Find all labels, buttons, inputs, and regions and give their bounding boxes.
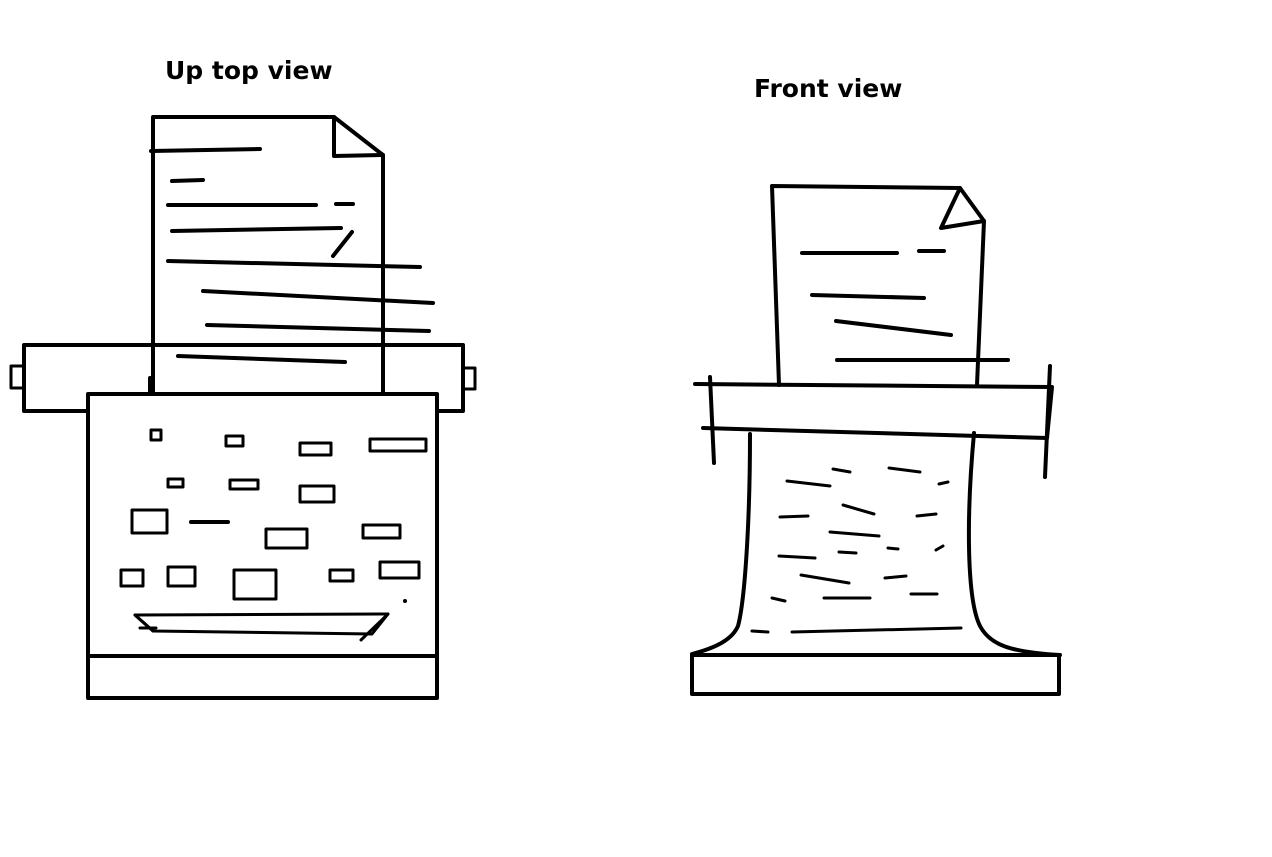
paper-folded-corner-top: [332, 115, 385, 158]
platen-end-left-front: [708, 375, 716, 465]
paper-outline-front: [770, 184, 986, 387]
up-top-view-title: Up top view: [165, 56, 333, 85]
body-left-curve-front: [690, 432, 752, 656]
typewriter-body-top: [86, 376, 439, 700]
platen-end-right-front: [1043, 364, 1052, 479]
platen-knob-right: [461, 366, 477, 391]
body-right-curve-front: [966, 431, 1062, 657]
body-base-front: [690, 653, 1061, 696]
platen-roller-front: [693, 364, 1054, 479]
platen-knob-left: [9, 364, 26, 390]
paper-outline-top: [151, 115, 385, 394]
paper-text-lines-top: [149, 147, 435, 364]
typewriter-front-view: [690, 184, 1062, 696]
keyboard-keys-front: [750, 466, 963, 634]
paper-sheet-top: [149, 115, 435, 394]
body-outline-top: [86, 392, 439, 700]
platen-body-front: [693, 382, 1054, 440]
paper-text-lines-front: [800, 249, 1010, 362]
keyboard-keys-top: [119, 428, 428, 603]
typewriter-body-front: [690, 431, 1062, 696]
paper-sheet-front: [770, 184, 1010, 387]
typewriter-top-view: [9, 115, 477, 700]
front-view-title: Front view: [754, 74, 903, 103]
paper-folded-corner-front: [939, 186, 986, 230]
space-bar-top: [133, 612, 390, 642]
